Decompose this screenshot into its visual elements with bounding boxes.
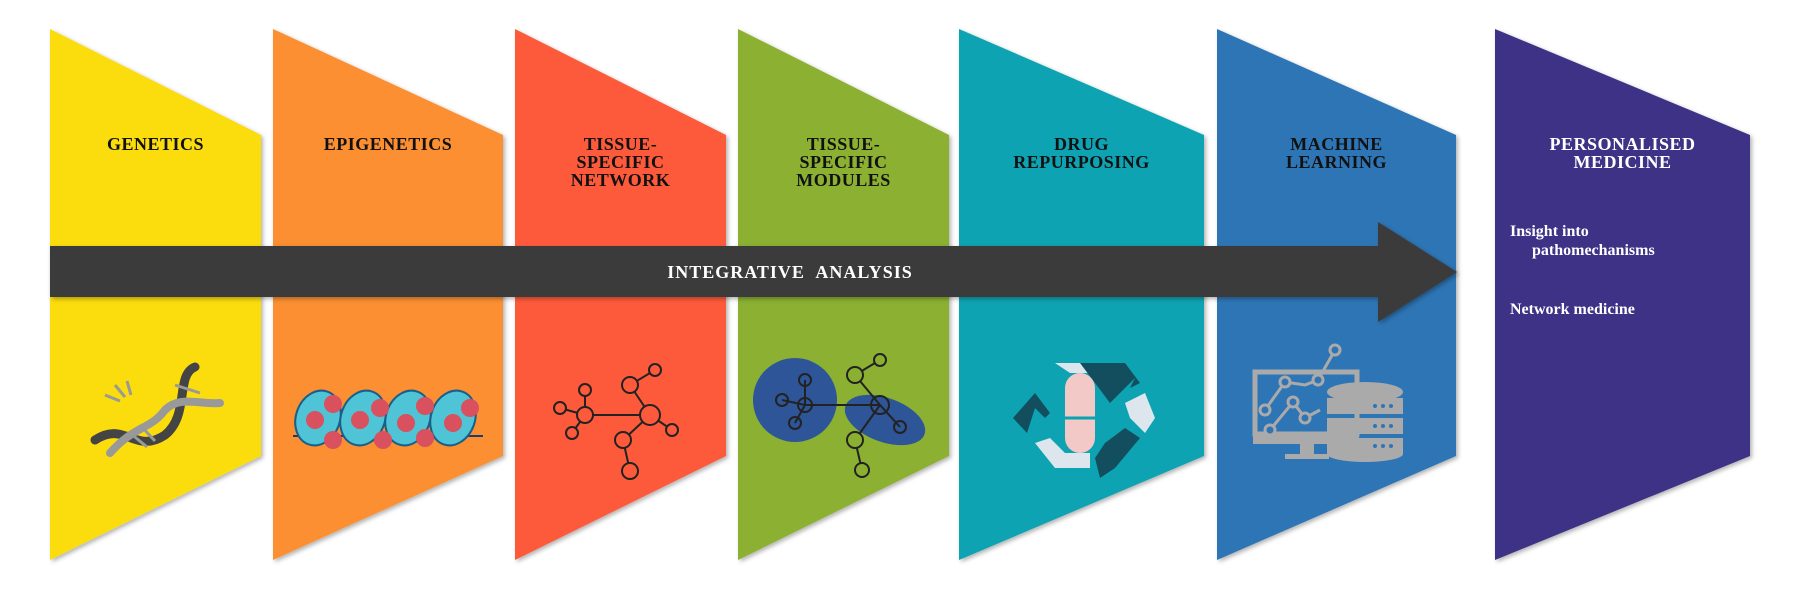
title-line: MODULES (796, 170, 891, 190)
title-genetics: GENETICS (50, 135, 261, 153)
title-line: EPIGENETICS (323, 134, 453, 154)
title-line: MACHINE (1290, 134, 1383, 154)
title-line: GENETICS (106, 134, 205, 154)
outcome-insight-line1: Insight into (1510, 223, 1589, 240)
network-modules-icon (753, 353, 926, 478)
title-line: TISSUE- (583, 134, 658, 154)
recycle-pill-icon (1013, 363, 1155, 478)
outcome-insight-line2: pathomechanisms (1532, 242, 1655, 259)
title-line: DRUG (1054, 134, 1109, 154)
methylated-nucleosome-icon (293, 389, 483, 449)
title-line: TISSUE- (806, 134, 881, 154)
title-machine-learning: MACHINE LEARNING (1217, 135, 1456, 171)
integrative-arrow (50, 222, 1457, 322)
outcome-insight: Insight into pathomechanisms (1510, 222, 1655, 260)
network-icon (553, 363, 679, 480)
title-drug-repurposing: DRUG REPURPOSING (959, 135, 1204, 171)
title-line: SPECIFIC (799, 152, 888, 172)
outcome-network-medicine: Network medicine (1510, 301, 1635, 318)
title-line: PERSONALISED (1549, 134, 1696, 154)
title-epigenetics: EPIGENETICS (273, 135, 503, 153)
title-line: REPURPOSING (1013, 152, 1150, 172)
title-tissue-specific-modules: TISSUE- SPECIFIC MODULES (738, 135, 949, 189)
integrative-analysis-label: INTEGRATIVE ANALYSIS (667, 262, 913, 282)
title-tissue-specific-network: TISSUE- SPECIFIC NETWORK (515, 135, 726, 189)
title-line: SPECIFIC (576, 152, 665, 172)
title-line: NETWORK (570, 170, 671, 190)
title-line: MEDICINE (1573, 152, 1672, 172)
title-personalised-medicine: PERSONALISED MEDICINE (1495, 135, 1750, 171)
dna-icon (90, 362, 224, 457)
computer-database-icon (1252, 343, 1403, 462)
panel-personalised-medicine (1495, 29, 1750, 560)
title-line: LEARNING (1285, 152, 1387, 172)
